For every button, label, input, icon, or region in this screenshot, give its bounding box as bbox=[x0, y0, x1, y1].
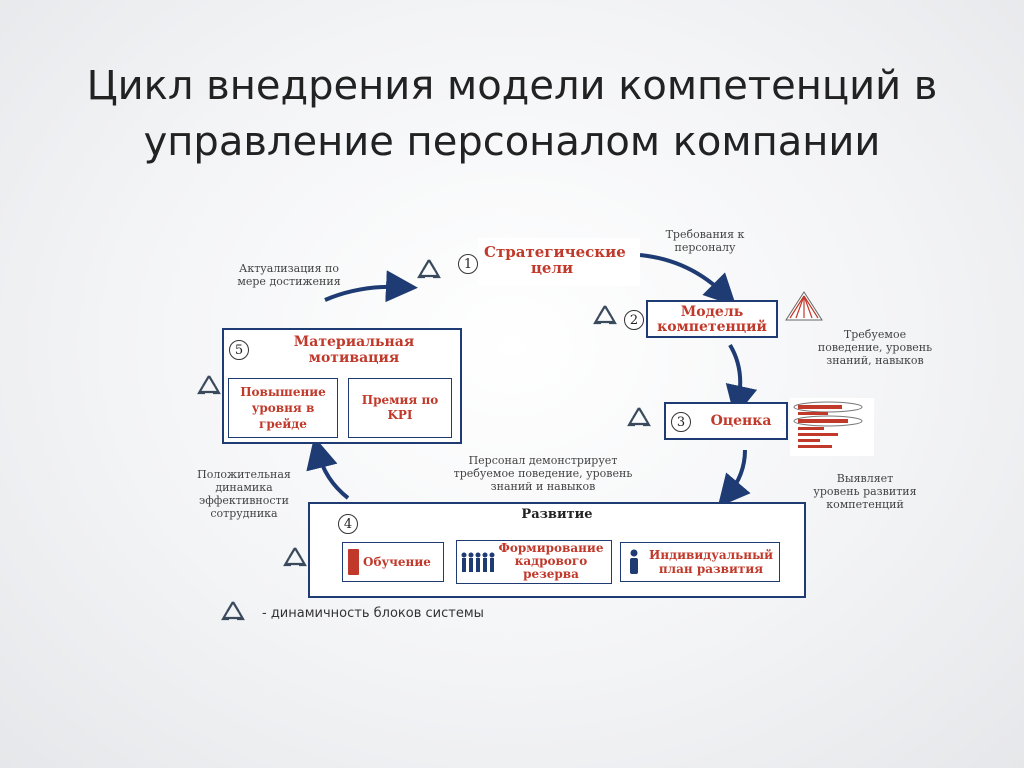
note-reveals-level: Выявляет уровень развития компетенций bbox=[813, 472, 917, 511]
title-line-1: Цикл внедрения модели компетенций в bbox=[86, 63, 938, 109]
arrow-goals-to-model bbox=[639, 253, 737, 307]
competency-model-box[interactable]: Модель компетенций bbox=[646, 300, 778, 338]
individual-plan-label: Индивидуальный план развития bbox=[648, 548, 774, 576]
slide-title: Цикл внедрения модели компетенций в упра… bbox=[0, 58, 1024, 170]
recycle-icon bbox=[414, 256, 444, 286]
arrow-motivation-to-goals bbox=[324, 270, 418, 303]
recycle-icon bbox=[590, 302, 620, 332]
node-3-number: 3 bbox=[671, 412, 691, 432]
title-line-2: управление персоналом компании bbox=[143, 119, 881, 165]
note-required-behavior: Требуемое поведение, уровень знаний, нав… bbox=[817, 328, 933, 367]
arrow-model-to-assessment bbox=[725, 343, 758, 418]
kpi-bonus-box[interactable]: Премия по KPI bbox=[348, 378, 452, 438]
node-1-number: 1 bbox=[458, 254, 478, 274]
training-box[interactable]: Обучение bbox=[342, 542, 444, 582]
note-positive-dynamics: Положительная динамика эффективности сот… bbox=[197, 468, 291, 520]
arrow-assessment-to-development bbox=[717, 449, 751, 508]
talent-pool-label: Формирование кадрового резерва bbox=[498, 541, 604, 581]
node-4-number: 4 bbox=[338, 514, 358, 534]
competency-model-label: Модель компетенций bbox=[657, 304, 767, 335]
node-5-number: 5 bbox=[229, 340, 249, 360]
legend-recycle-icon bbox=[218, 598, 248, 628]
recycle-icon bbox=[194, 372, 224, 402]
assessment-label: Оценка bbox=[710, 413, 772, 429]
grade-raise-box[interactable]: Повышение уровня в грейде bbox=[228, 378, 338, 438]
grade-raise-label: Повышение уровня в грейде bbox=[240, 385, 326, 431]
legend-text: - динамичность блоков системы bbox=[262, 606, 484, 621]
individual-plan-box[interactable]: Индивидуальный план развития bbox=[620, 542, 780, 582]
talent-pool-box[interactable]: Формирование кадрового резерва bbox=[456, 540, 612, 584]
note-staff-demonstrates: Персонал демонстрирует требуемое поведен… bbox=[453, 454, 633, 493]
development-box[interactable]: 4 Развитие Обучение Формирование кадрово… bbox=[308, 502, 806, 598]
material-motivation-box[interactable]: 5 Материальная мотивация Повышение уровн… bbox=[222, 328, 462, 444]
recycle-icon bbox=[624, 404, 654, 434]
development-label: Развитие bbox=[521, 507, 593, 522]
strategic-goals-box[interactable]: Стратегические цели bbox=[478, 238, 640, 286]
arrow-development-to-motivation bbox=[306, 436, 350, 500]
assessment-chart-icon bbox=[790, 398, 874, 456]
note-actualization: Актуализация по мере достижения bbox=[237, 262, 341, 288]
node-2-number: 2 bbox=[624, 310, 644, 330]
note-requirements: Требования к персоналу bbox=[665, 228, 745, 254]
people-icon bbox=[460, 551, 496, 575]
training-label: Обучение bbox=[363, 555, 431, 569]
assessment-box[interactable]: 3 Оценка bbox=[664, 402, 788, 440]
strategic-goals-label: Стратегические цели bbox=[484, 243, 626, 277]
model-chart-icon bbox=[782, 290, 826, 322]
person-icon bbox=[627, 549, 641, 575]
material-motivation-label: Материальная мотивация bbox=[293, 334, 415, 366]
recycle-icon bbox=[280, 544, 310, 574]
kpi-bonus-label: Премия по KPI bbox=[361, 393, 439, 422]
book-icon bbox=[348, 549, 359, 575]
